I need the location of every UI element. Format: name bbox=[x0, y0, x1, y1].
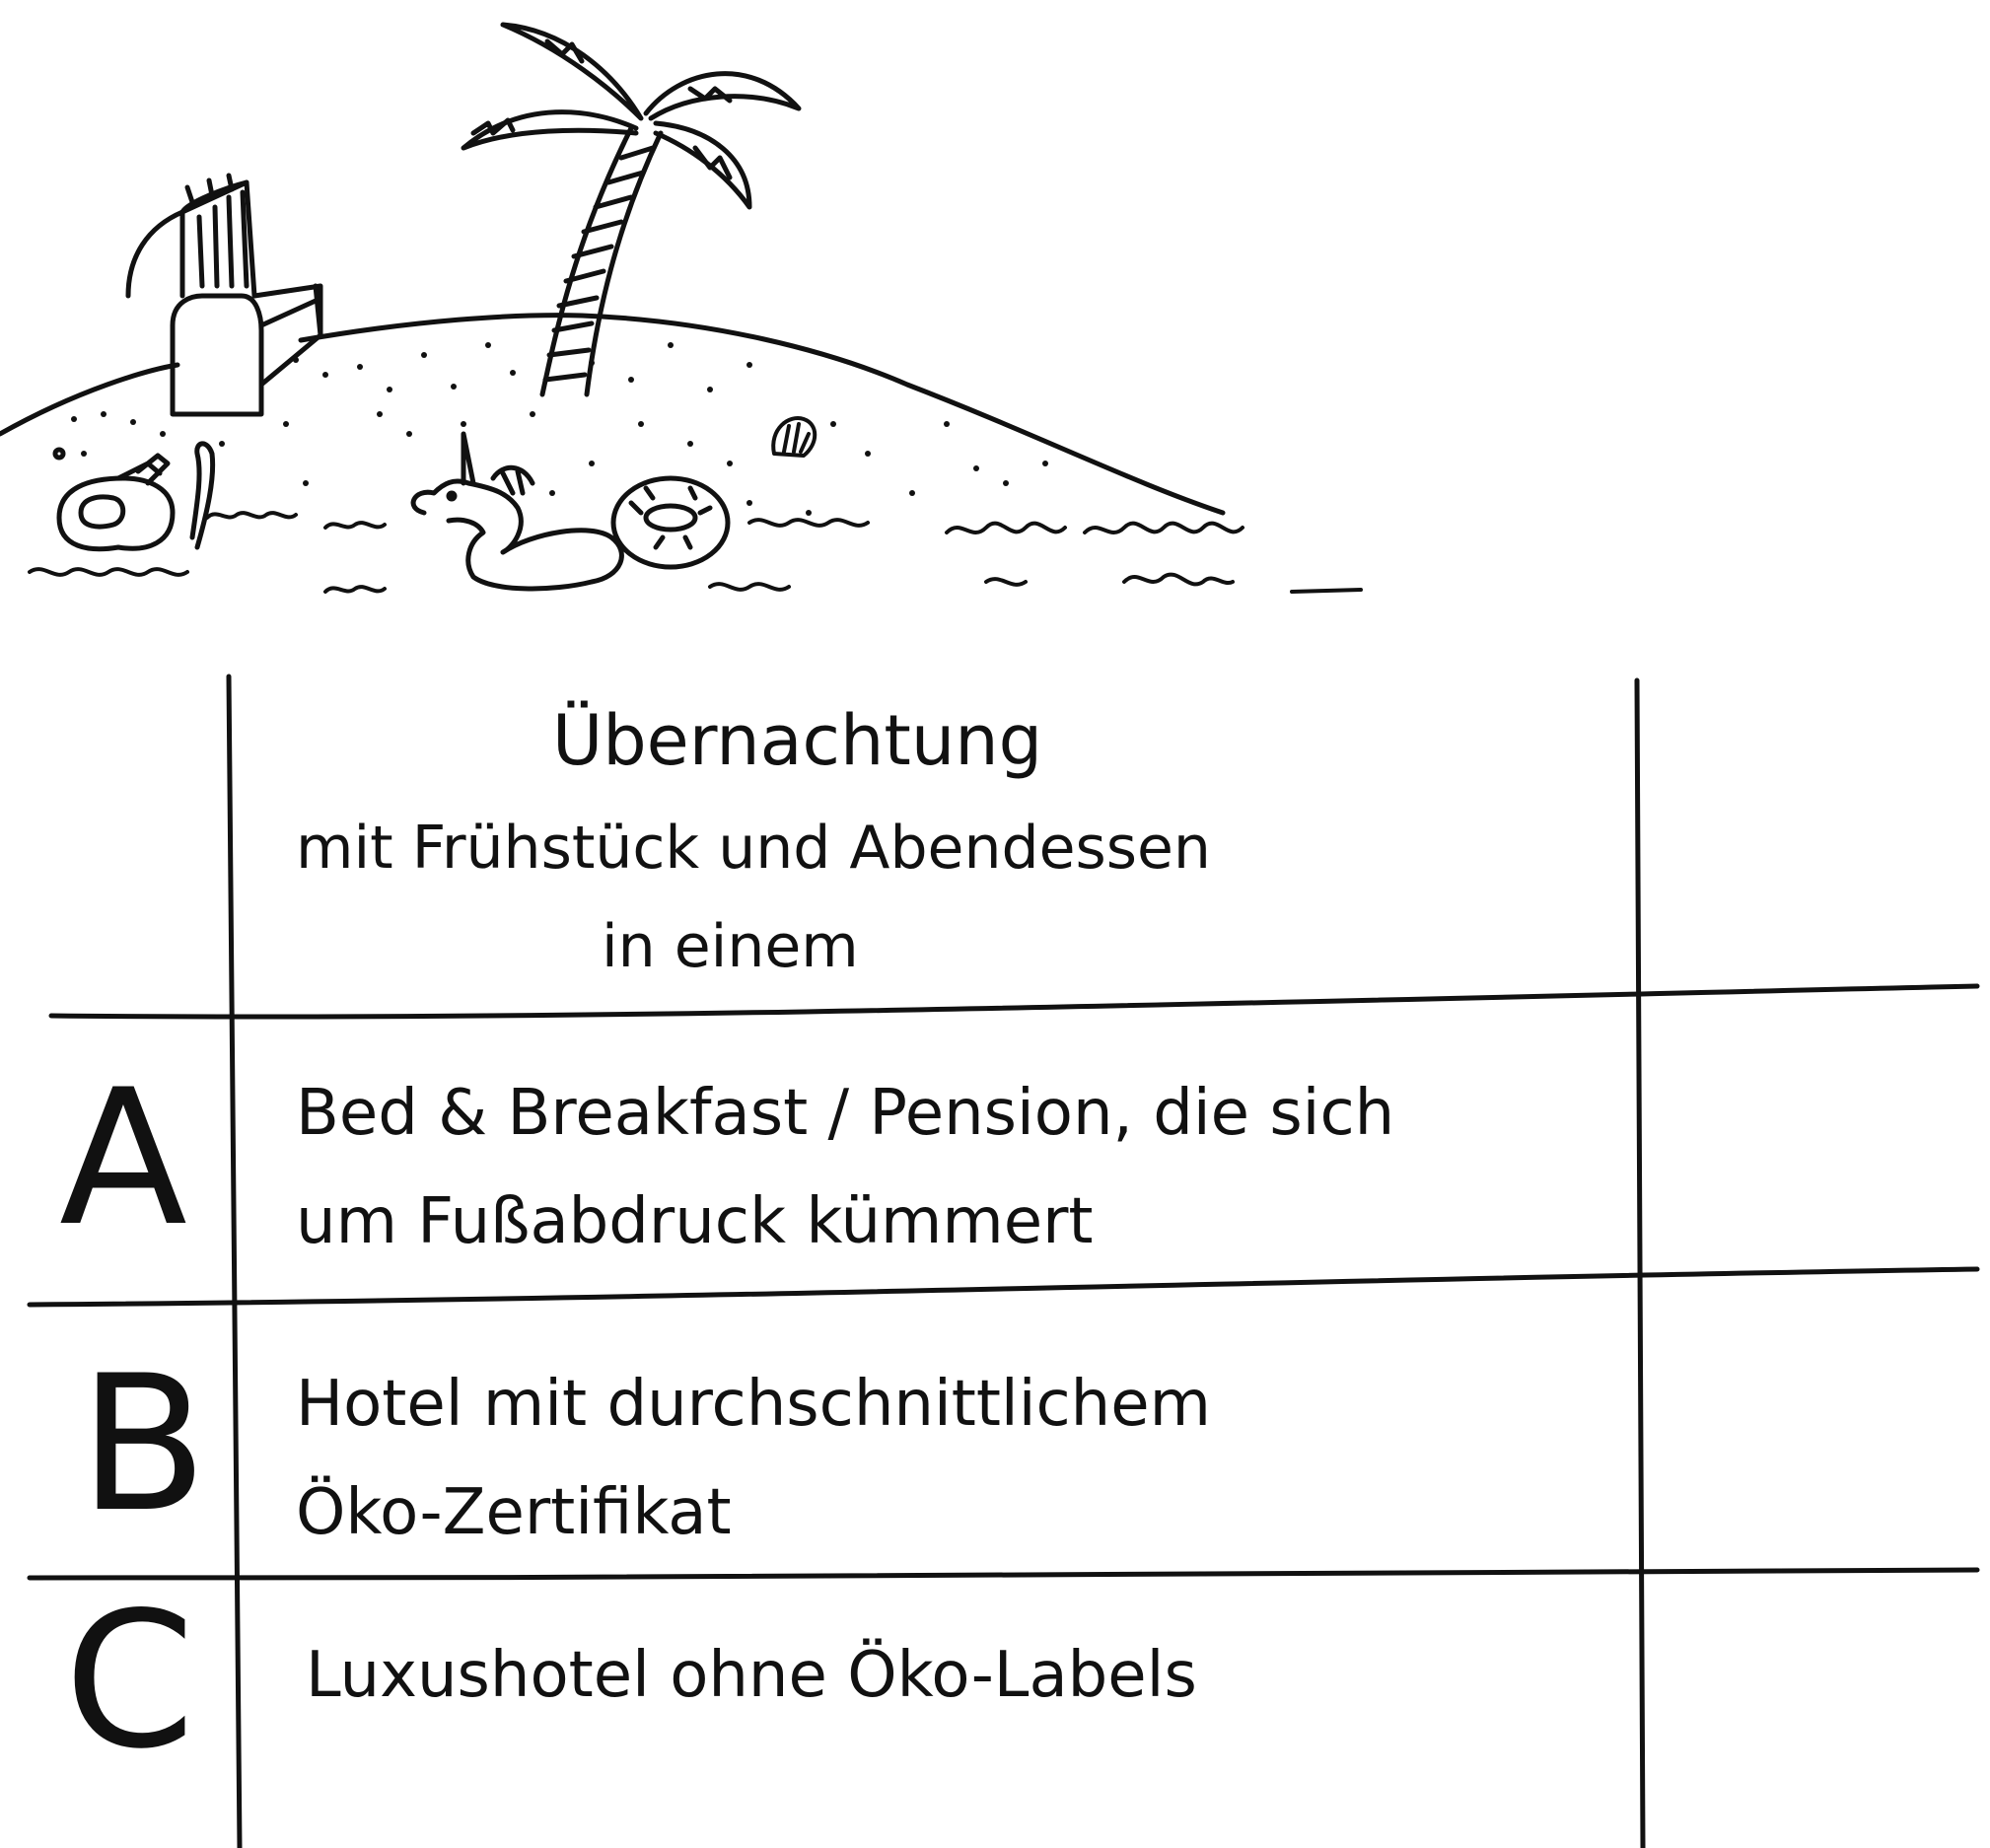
table-row-a: A Bed & Breakfast / Pension, die sich um… bbox=[59, 1049, 1394, 1267]
row-divider-2 bbox=[27, 1266, 1980, 1308]
island-drawing bbox=[0, 22, 1363, 594]
table-row-b: B Hotel mit durchschnittlichem Öko-Zerti… bbox=[79, 1335, 1211, 1553]
seashell-icon bbox=[771, 416, 817, 458]
column-divider-left bbox=[226, 674, 243, 1848]
island-hill-outline bbox=[0, 313, 1226, 516]
header-line-2: mit Frühstück und Abendessen bbox=[296, 814, 1211, 883]
table-header: Übernachtung mit Frühstück und Abendesse… bbox=[296, 700, 1211, 981]
row-b-line-1: Hotel mit durchschnittlichem bbox=[296, 1368, 1211, 1441]
row-letter-c: C bbox=[64, 1572, 195, 1790]
header-line-1: Übernachtung bbox=[552, 700, 1042, 781]
row-divider-3 bbox=[27, 1567, 1980, 1581]
header-line-3: in einem bbox=[602, 912, 859, 981]
row-b-line-2: Öko-Zertifikat bbox=[296, 1475, 732, 1549]
unicorn-float-icon bbox=[410, 431, 624, 592]
swim-ring-icon bbox=[610, 475, 731, 570]
waves-icon bbox=[28, 511, 1363, 594]
row-letter-a: A bbox=[59, 1049, 187, 1267]
column-divider-right bbox=[1634, 677, 1646, 1848]
snorkel-mask-icon bbox=[52, 441, 216, 552]
row-c-line-1: Luxushotel ohne Öko-Labels bbox=[306, 1638, 1197, 1712]
palm-tree-icon bbox=[461, 22, 802, 397]
row-a-line-2: um Fußabdruck kümmert bbox=[296, 1185, 1094, 1258]
sand-dots bbox=[71, 342, 1048, 516]
beach-chair-icon bbox=[125, 173, 323, 417]
table-row-c: C Luxushotel ohne Öko-Labels bbox=[64, 1572, 1197, 1790]
row-divider-1 bbox=[48, 983, 1980, 1020]
row-letter-b: B bbox=[79, 1335, 207, 1553]
table-grid bbox=[27, 674, 1980, 1848]
row-a-line-1: Bed & Breakfast / Pension, die sich bbox=[296, 1077, 1394, 1150]
